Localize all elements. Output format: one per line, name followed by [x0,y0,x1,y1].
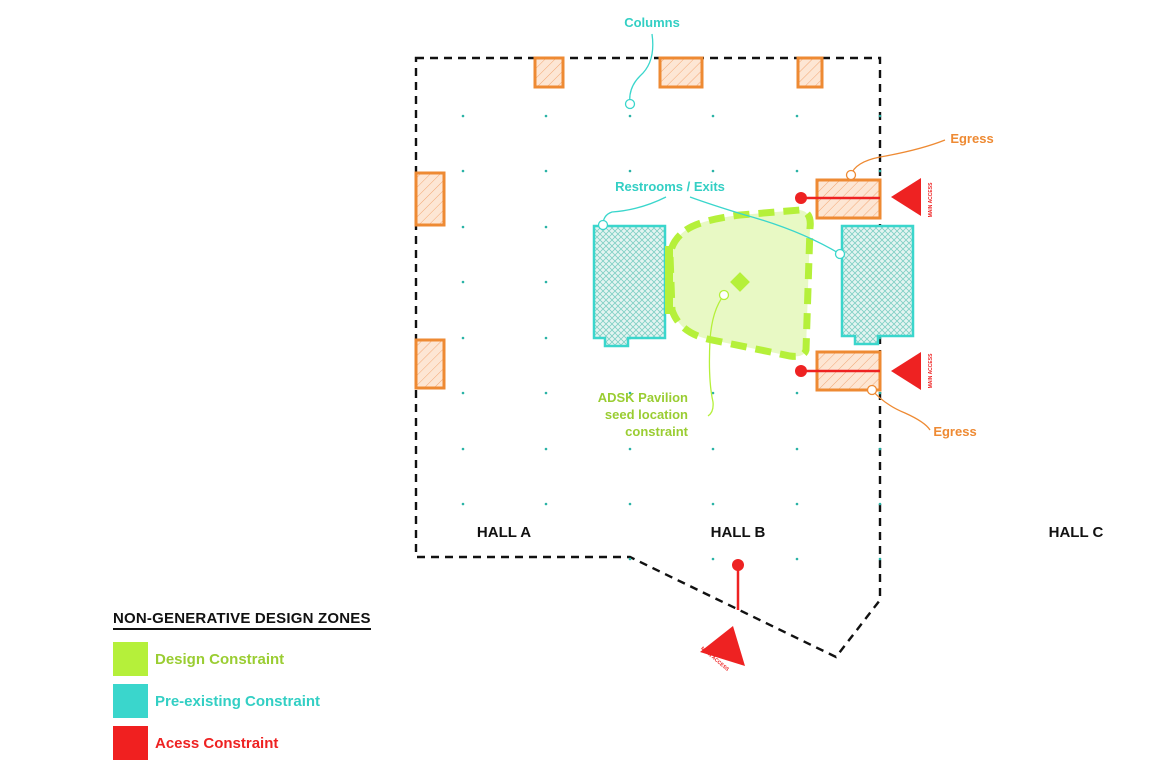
restrooms-leader-right [689,196,841,255]
main-access-marker [891,352,921,390]
restrooms-exits-label: Restrooms / Exits [615,179,725,194]
legend-item-preexisting: Pre-existing Constraint [113,684,433,718]
column-dot [795,447,799,451]
egress-label-bottom: Egress [933,424,976,439]
column-dot [878,114,882,118]
main-access-marker [700,626,745,666]
columns-label: Columns [624,15,680,30]
column-dot [711,169,715,173]
column-block [533,56,565,89]
column-dot [544,114,548,118]
restroom-block-right [840,224,915,346]
legend-swatch [113,726,148,760]
legend-title: NON-GENERATIVE DESIGN ZONES [113,610,371,630]
legend-label: Pre-existing Constraint [155,692,321,710]
columns-leader [629,33,654,105]
column-dot [461,502,465,506]
column-dot [628,447,632,451]
column-dot [544,336,548,340]
main-access-marker [891,178,921,216]
egress-label-top: Egress [950,131,993,146]
egress-bottom [795,350,882,392]
column-dot [878,336,882,340]
egress-top [795,178,882,220]
column-dot [628,169,632,173]
legend-item-design: Design Constraint [113,642,433,676]
legend-label: Design Constraint [155,650,285,668]
column-dot [544,225,548,229]
column-dot [878,502,882,506]
column-dot [711,447,715,451]
hall-c-label: HALL C [1049,524,1104,541]
column-dot [628,391,632,395]
egress-leader-dot [845,169,857,181]
column-dot [461,225,465,229]
column-dot [461,391,465,395]
column-dot [461,447,465,451]
pavilion-label-line1: ADSK Pavilion [598,390,688,405]
column-dot [878,447,882,451]
legend-item-access: Acess Constraint [113,726,433,760]
main-access-label: MAIN ACCESS [928,353,934,388]
legend: NON-GENERATIVE DESIGN ZONES Design Const… [113,610,433,768]
column-dot [795,169,799,173]
column-dot [878,557,882,561]
columns-leader-dot [624,98,636,110]
egress-leader-top [850,139,946,176]
column-block [658,56,704,89]
column-block [414,171,446,227]
pavilion-label-line3: constraint [625,424,689,439]
design-zone-connector [665,246,673,314]
column-block [796,56,824,89]
column-dot [878,169,882,173]
column-dot [628,114,632,118]
column-dot [628,557,632,561]
column-dot [878,391,882,395]
column-dot [795,391,799,395]
pavilion-label-line2: seed location [605,407,688,422]
column-dot [544,391,548,395]
pavilion-leader [707,294,725,417]
column-dot [461,280,465,284]
hall-a-label: HALL A [477,524,531,541]
access-point-bottom [732,559,744,571]
column-dot [628,502,632,506]
column-dot [544,169,548,173]
column-dot [461,336,465,340]
hall-b-label: HALL B [711,524,766,541]
egress-leader-bottom [871,389,931,431]
column-dot [795,114,799,118]
egress-leader-dot [866,384,878,396]
column-block [414,338,446,390]
column-dot [711,502,715,506]
column-dot [711,391,715,395]
restroom-block-left [592,224,667,348]
restrooms-leader-left [602,196,667,226]
pavilion-seed-marker [730,272,750,292]
column-dot [795,557,799,561]
column-dot [461,114,465,118]
pavilion-leader-dot [718,289,730,301]
main-access-label: MAIN ACCESS [928,182,934,217]
column-dot [711,557,715,561]
legend-swatch [113,684,148,718]
column-dot [544,502,548,506]
column-dot [795,502,799,506]
column-dot [711,114,715,118]
column-dot [461,169,465,173]
legend-label: Acess Constraint [155,734,279,752]
legend-swatch [113,642,148,676]
restrooms-leader-dot [597,219,609,231]
building-boundary [414,56,882,659]
restrooms-leader-dot [834,248,846,260]
column-dot [544,447,548,451]
column-dot [544,280,548,284]
